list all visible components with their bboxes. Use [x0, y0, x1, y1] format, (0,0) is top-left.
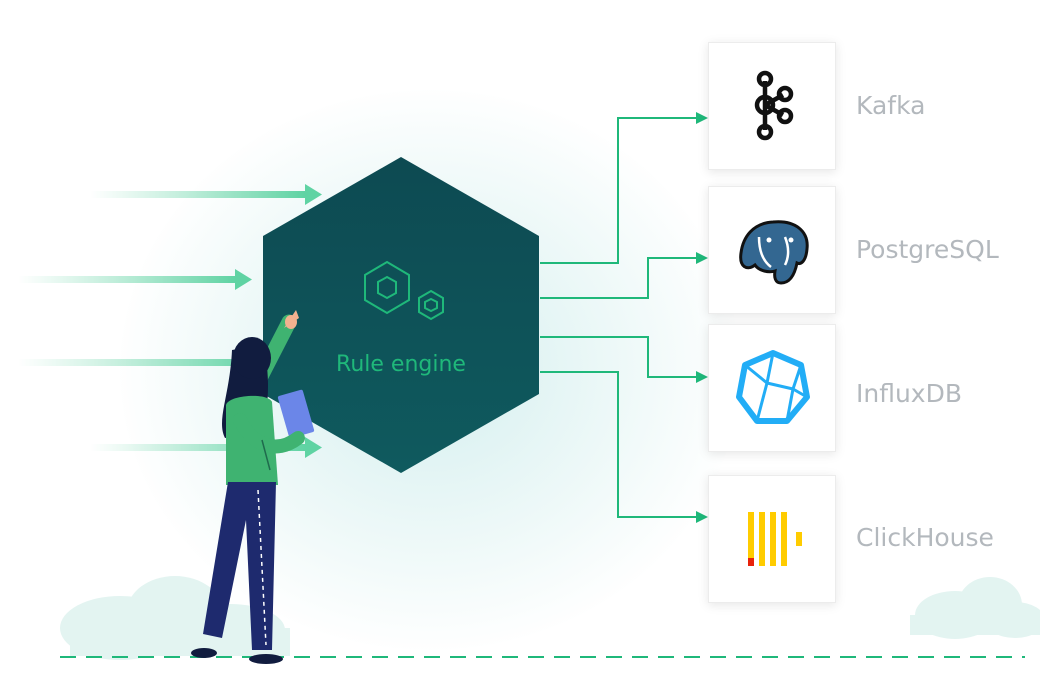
connector-postgresql [540, 252, 708, 299]
rule-engine-hexagon [263, 157, 539, 473]
influxdb-card [708, 324, 836, 452]
hexagon-nodes-icon [364, 260, 444, 321]
kafka-label: Kafka [856, 91, 926, 120]
postgresql-card [708, 186, 836, 314]
influxdb-label: InfluxDB [856, 379, 963, 408]
rule-engine-label: Rule engine [336, 352, 466, 377]
input-arrow-1 [90, 184, 322, 205]
person-pointing-illustration [191, 310, 315, 664]
connector-influxdb [540, 336, 708, 383]
input-arrow-3 [18, 359, 268, 366]
postgresql-label: PostgreSQL [856, 235, 999, 264]
input-arrow-2 [18, 269, 252, 290]
clickhouse-label: ClickHouse [856, 523, 994, 552]
clickhouse-card [708, 475, 836, 603]
connector-clickhouse [540, 371, 708, 523]
input-arrow-4 [90, 437, 322, 458]
postgresql-elephant-icon [739, 220, 809, 285]
kafka-card [708, 42, 836, 170]
clickhouse-icon [748, 512, 802, 566]
kafka-icon [754, 70, 794, 141]
connector-kafka [540, 112, 708, 264]
influxdb-icon [736, 350, 810, 424]
cloud-decoration-right [910, 577, 1040, 639]
